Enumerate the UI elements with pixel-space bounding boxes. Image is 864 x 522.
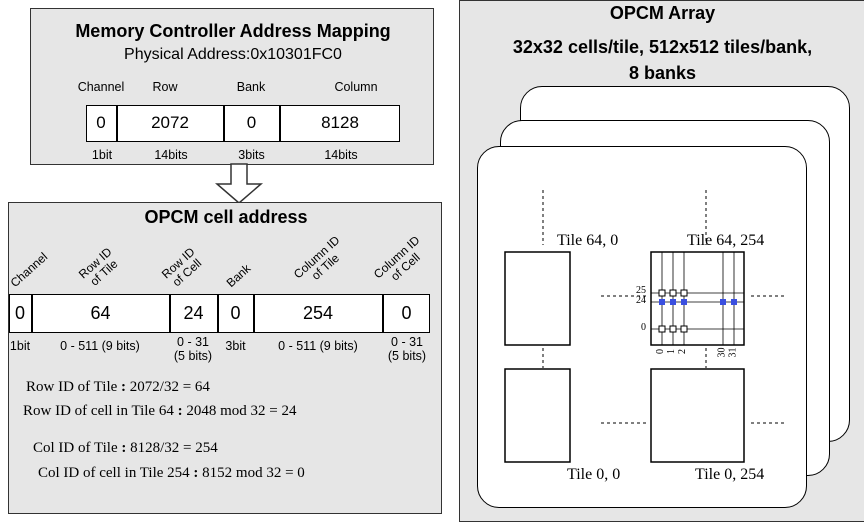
formula-col-tile: Col ID of Tile : 8128/32 = 254: [33, 440, 218, 456]
address-mapping-panel: Memory Controller Address Mapping Physic…: [30, 8, 434, 165]
divider: [382, 294, 384, 333]
col-mark-0: 0: [655, 349, 666, 354]
col-mark-30: 30: [716, 347, 728, 358]
header-row-id-of-cell: Row ID of Cell: [158, 244, 205, 290]
tile-label-top-right: Tile 64, 254: [687, 232, 765, 249]
col-mark-2: 2: [677, 349, 688, 354]
tile-label-bottom-right: Tile 0, 254: [695, 466, 765, 483]
down-arrow-icon: [215, 163, 264, 204]
divider: [223, 105, 225, 142]
field-value-channel: 0: [96, 113, 106, 132]
formula-expr: 8128/32 = 254: [130, 440, 218, 456]
field-value-bank: 0: [246, 113, 257, 132]
field-label-channel: Channel: [77, 80, 125, 94]
col-mark-1: 1: [666, 349, 677, 354]
field-bits-column: 14bits: [324, 148, 358, 162]
divider: [31, 294, 33, 333]
mapping-title: Memory Controller Address Mapping: [75, 21, 391, 41]
formula-label: Row ID of cell in Tile 64: [23, 403, 174, 419]
formula-row-tile: Row ID of Tile : 2072/32 = 64: [26, 379, 210, 395]
cell-address-register: [9, 294, 430, 333]
value-row-id-of-cell: 24: [183, 303, 204, 323]
formula-expr: 8152 mod 32 = 0: [202, 465, 305, 481]
bits-bank: 3bit: [225, 339, 246, 353]
array-subtitle: 32x32 cells/tile, 512x512 tiles/bank,: [512, 37, 813, 57]
tile-label-top-left: Tile 64, 0: [557, 232, 619, 249]
formula-col-cell: Col ID of cell in Tile 254 : 8152 mod 32…: [38, 465, 305, 481]
divider: [217, 294, 219, 333]
formula-label: Row ID of Tile: [26, 379, 118, 395]
bits-channel: 1bit: [9, 339, 31, 353]
divider: [169, 294, 171, 333]
physical-address: Physical Address:0x10301FC0: [124, 46, 342, 63]
field-bits-bank: 3bits: [238, 148, 265, 162]
row-mark-24: 24: [636, 295, 646, 306]
field-bits-channel: 1bit: [91, 148, 113, 162]
formula-label: Col ID of Tile: [33, 440, 118, 456]
header-channel: Channel: [7, 249, 51, 290]
tile-label-bottom-left: Tile 0, 0: [567, 466, 621, 483]
value-bank: 0: [230, 303, 241, 323]
bits-column-id-of-tile: 0 - 511 (9 bits): [278, 339, 358, 353]
field-bits-row: 14bits: [154, 148, 188, 162]
header-column-id-of-tile: Column ID of Tile: [290, 233, 343, 283]
bits-column-id-of-cell: 0 - 31 (5 bits): [387, 335, 427, 363]
bits-row-id-of-cell: 0 - 31 (5 bits): [173, 335, 213, 363]
cell-address-title: OPCM cell address: [144, 207, 308, 227]
field-label-column: Column: [334, 80, 378, 94]
array-title: OPCM Array: [609, 3, 716, 23]
array-subtitle-banks: 8 banks: [628, 63, 697, 83]
field-value-column: 8128: [321, 113, 359, 132]
divider: [116, 105, 118, 142]
row-mark-0: 0: [641, 322, 646, 333]
formula-expr: 2048 mod 32 = 24: [186, 403, 297, 419]
field-label-bank: Bank: [236, 80, 266, 94]
cell-address-panel: OPCM cell address Channel Row ID of Tile…: [8, 202, 442, 514]
bits-row-id-of-tile: 0 - 511 (9 bits): [60, 339, 140, 353]
field-label-row: Row: [152, 80, 178, 94]
divider: [279, 105, 281, 142]
formula-expr: 2072/32 = 64: [129, 379, 210, 395]
header-column-id-of-cell: Column ID of Cell: [370, 233, 423, 284]
tile-array-drawing: [504, 190, 785, 463]
value-channel: 0: [14, 303, 25, 323]
col-mark-31: 31: [727, 347, 739, 358]
mapping-register: [86, 105, 400, 142]
formula-row-cell: Row ID of cell in Tile 64 : 2048 mod 32 …: [23, 403, 297, 419]
header-row-id-of-tile: Row ID of Tile: [75, 244, 121, 289]
value-row-id-of-tile: 64: [90, 303, 111, 323]
value-column-id-of-cell: 0: [401, 303, 412, 323]
divider: [253, 294, 255, 333]
formula-label: Col ID of cell in Tile 254: [38, 465, 190, 481]
header-bank: Bank: [223, 261, 254, 290]
field-value-row: 2072: [151, 113, 189, 132]
value-column-id-of-tile: 254: [302, 303, 334, 323]
row-mark-25: 25: [636, 285, 646, 296]
